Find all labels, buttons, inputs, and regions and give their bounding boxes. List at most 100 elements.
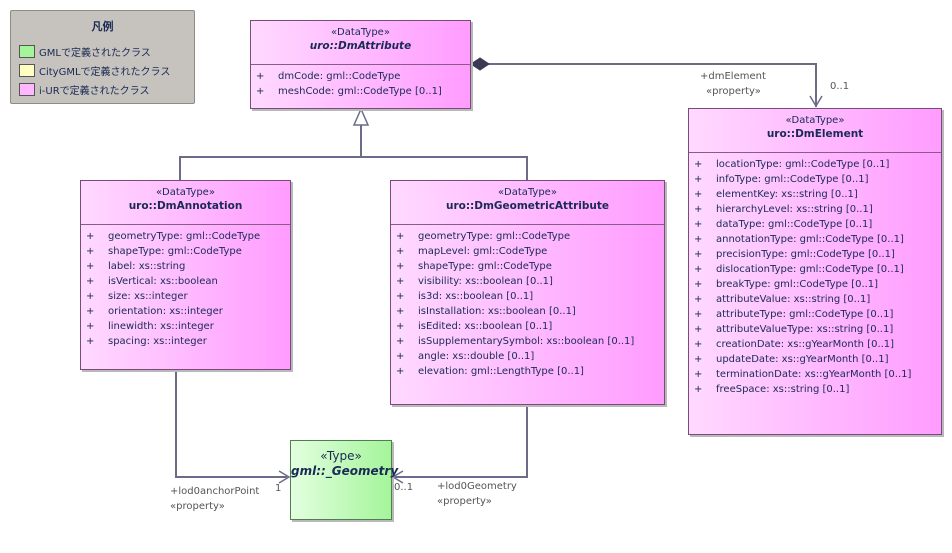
visibility-marker: + xyxy=(256,86,265,97)
association-lod0anchorpoint-arrowhead xyxy=(278,470,291,484)
attribute-text: elementKey: xs::string [0..1] xyxy=(716,189,858,200)
attribute-list: +dmCode: gml::CodeType+ meshCode: gml::Co… xyxy=(251,65,470,99)
attribute-text: terminationDate: xs::gYearMonth [0..1] xyxy=(716,369,912,380)
attribute-text: label: xs::string xyxy=(108,261,186,272)
association-lod0geometry-arrowhead xyxy=(391,470,404,484)
role-dmelement: +dmElement xyxy=(700,71,766,82)
attribute-text: attributeType: gml::CodeType [0..1] xyxy=(716,309,894,320)
attribute-row[interactable]: +attributeValueType: xs::string [0..1] xyxy=(694,322,941,337)
attribute-text: elevation: gml::LengthType [0..1] xyxy=(418,366,584,377)
attribute-row[interactable]: +dmCode: gml::CodeType xyxy=(256,69,470,84)
attribute-row[interactable]: +dislocationType: gml::CodeType [0..1] xyxy=(694,262,941,277)
class-dmannotation[interactable]: «DataType» uro::DmAnnotation +geometryTy… xyxy=(80,180,291,370)
attribute-text: creationDate: xs::gYearMonth [0..1] xyxy=(716,339,895,350)
attribute-text: precisionType: gml::CodeType [0..1] xyxy=(716,249,895,260)
attribute-text: isInstallation: xs::boolean [0..1] xyxy=(418,306,576,317)
attribute-row[interactable]: + precisionType: gml::CodeType [0..1] xyxy=(694,247,941,262)
attribute-row[interactable]: +isSupplementarySymbol: xs::boolean [0..… xyxy=(396,334,664,349)
attribute-row[interactable]: + creationDate: xs::gYearMonth [0..1] xyxy=(694,337,941,352)
attribute-text: attributeValue: xs::string [0..1] xyxy=(716,294,871,305)
attribute-row[interactable]: + freeSpace: xs::string [0..1] xyxy=(694,382,941,397)
attribute-text: annotationType: gml::CodeType [0..1] xyxy=(716,234,904,245)
attribute-row[interactable]: +elementKey: xs::string [0..1] xyxy=(694,187,941,202)
attribute-text: geometryType: gml::CodeType xyxy=(108,231,261,242)
attribute-text: meshCode: gml::CodeType [0..1] xyxy=(278,86,442,97)
visibility-marker: + xyxy=(694,354,703,365)
attribute-row[interactable]: + isVertical: xs::boolean xyxy=(86,274,290,289)
attribute-text: shapeType: gml::CodeType xyxy=(108,246,242,257)
attribute-text: shapeType: gml::CodeType xyxy=(418,261,552,272)
visibility-marker: + xyxy=(396,261,405,272)
attribute-row[interactable]: +geometryType: gml::CodeType xyxy=(396,229,664,244)
visibility-marker: + xyxy=(694,339,703,350)
attribute-list: +geometryType: gml::CodeType+shapeType: … xyxy=(81,225,290,349)
class-dmelement[interactable]: «DataType» uro::DmElement +locationType:… xyxy=(688,108,942,435)
attribute-row[interactable]: +geometryType: gml::CodeType xyxy=(86,229,290,244)
class-stereotype: «DataType» xyxy=(498,187,557,198)
attribute-row[interactable]: +dataType: gml::CodeType [0..1] xyxy=(694,217,941,232)
attribute-row[interactable]: +annotationType: gml::CodeType [0..1] xyxy=(694,232,941,247)
visibility-marker: + xyxy=(694,174,703,185)
attribute-text: visibility: xs::boolean [0..1] xyxy=(418,276,553,287)
attribute-row[interactable]: +updateDate: xs::gYearMonth [0..1] xyxy=(694,352,941,367)
attribute-text: isVertical: xs::boolean xyxy=(108,276,218,287)
class-dmgeometricattribute[interactable]: «DataType» uro::DmGeometricAttribute +ge… xyxy=(390,180,665,405)
attribute-row[interactable]: +isEdited: xs::boolean [0..1] xyxy=(396,319,664,334)
attribute-row[interactable]: +mapLevel: gml::CodeType xyxy=(396,244,664,259)
legend-swatch-gml xyxy=(19,44,35,58)
attribute-row[interactable]: +terminationDate: xs::gYearMonth [0..1] xyxy=(694,367,941,382)
class-name: uro::DmElement xyxy=(766,128,864,140)
role-lod0anchorpoint: +lod0anchorPoint xyxy=(170,486,260,497)
legend-swatch-citygml xyxy=(19,63,35,77)
visibility-marker: + xyxy=(396,276,405,287)
attribute-row[interactable]: + shapeType: gml::CodeType xyxy=(396,259,664,274)
visibility-marker: + xyxy=(86,336,95,347)
attribute-list: +geometryType: gml::CodeType+mapLevel: g… xyxy=(391,225,664,379)
visibility-marker: + xyxy=(694,264,703,275)
visibility-marker: + xyxy=(694,384,703,395)
attribute-text: freeSpace: xs::string [0..1] xyxy=(716,384,850,395)
visibility-marker: + xyxy=(396,321,405,332)
attribute-text: hierarchyLevel: xs::string [0..1] xyxy=(716,204,873,215)
class-gml-geometry[interactable]: «Type» gml::_Geometry xyxy=(290,440,398,520)
attribute-row[interactable]: + label: xs::string xyxy=(86,259,290,274)
attribute-text: mapLevel: gml::CodeType xyxy=(418,246,548,257)
role-lod0anchorpoint-stereotype: «property» xyxy=(170,501,225,512)
class-name: uro::DmAnnotation xyxy=(128,200,243,212)
attribute-row[interactable]: +size: xs::integer xyxy=(86,289,290,304)
attribute-row[interactable]: +attributeValue: xs::string [0..1] xyxy=(694,292,941,307)
attribute-text: orientation: xs::integer xyxy=(108,306,223,317)
attribute-row[interactable]: + visibility: xs::boolean [0..1] xyxy=(396,274,664,289)
visibility-marker: + xyxy=(86,246,95,257)
attribute-row[interactable]: +angle: xs::double [0..1] xyxy=(396,349,664,364)
attribute-row[interactable]: + shapeType: gml::CodeType xyxy=(86,244,290,259)
attribute-row[interactable]: +is3d: xs::boolean [0..1] xyxy=(396,289,664,304)
attribute-row[interactable]: +attributeType: gml::CodeType [0..1] xyxy=(694,307,941,322)
visibility-marker: + xyxy=(694,249,703,260)
multiplicity-lod0geometry: 0..1 xyxy=(394,482,414,493)
role-lod0geometry: +lod0Geometry xyxy=(437,481,517,492)
visibility-marker: + xyxy=(86,306,95,317)
visibility-marker: + xyxy=(86,261,95,272)
class-name: uro::DmAttribute xyxy=(309,40,412,52)
attribute-row[interactable]: +isInstallation: xs::boolean [0..1] xyxy=(396,304,664,319)
attribute-row[interactable]: +locationType: gml::CodeType [0..1] xyxy=(694,157,941,172)
attribute-row[interactable]: +elevation: gml::LengthType [0..1] xyxy=(396,364,664,379)
multiplicity-dmelement: 0..1 xyxy=(830,81,850,92)
legend-item-iur: i-URで定義されたクラス xyxy=(19,81,149,97)
class-stereotype: «DataType» xyxy=(785,115,845,126)
visibility-marker: + xyxy=(86,276,95,287)
class-stereotype: «DataType» xyxy=(331,27,390,38)
attribute-row[interactable]: +linewidth: xs::integer xyxy=(86,319,290,334)
attribute-row[interactable]: + orientation: xs::integer xyxy=(86,304,290,319)
attribute-text: attributeValueType: xs::string [0..1] xyxy=(716,324,894,335)
attribute-row[interactable]: +infoType: gml::CodeType [0..1] xyxy=(694,172,941,187)
attribute-row[interactable]: +spacing: xs::integer xyxy=(86,334,290,349)
attribute-row[interactable]: +breakType: gml::CodeType [0..1] xyxy=(694,277,941,292)
class-dmattribute[interactable]: «DataType» uro::DmAttribute +dmCode: gml… xyxy=(250,20,471,109)
attribute-row[interactable]: + meshCode: gml::CodeType [0..1] xyxy=(256,84,470,99)
attribute-text: dataType: gml::CodeType [0..1] xyxy=(716,219,873,230)
composition-arrowhead xyxy=(809,95,823,108)
attribute-row[interactable]: +hierarchyLevel: xs::string [0..1] xyxy=(694,202,941,217)
generalization-dmgeometricattribute xyxy=(361,156,528,180)
